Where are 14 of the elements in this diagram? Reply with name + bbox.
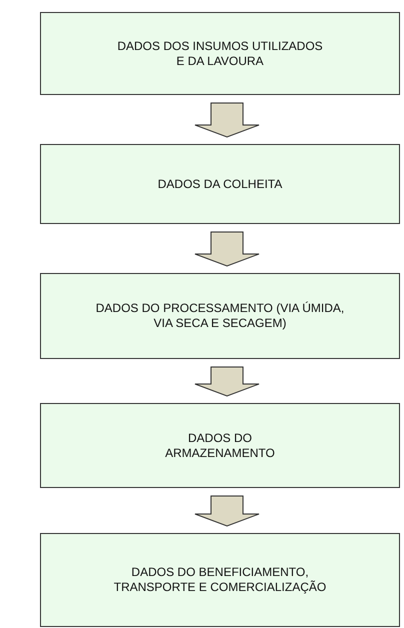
box-text: DADOS DA COLHEITA [158,176,282,192]
process-box [40,12,400,95]
block-arrow [194,232,260,267]
box-text: DADOS DOS INSUMOS UTILIZADOS E DA LAVOURA [116,38,324,68]
block-arrow [194,366,260,397]
box-text: DADOS DO PROCESSAMENTO (VIA ÚMIDA, VIA SECA E SECAGEM) [95,301,345,331]
block-arrow [194,102,260,138]
box-text: DADOS DO ARMAZENAMENTO [164,430,276,460]
process-box [40,403,400,488]
process-box [40,144,400,224]
block-arrow [194,496,260,527]
process-box [40,273,400,359]
process-box [40,533,400,627]
box-text: DADOS DO BENEFICIAMENTO, TRANSPORTE E COMERCIALIZAÇÃO [112,565,328,595]
